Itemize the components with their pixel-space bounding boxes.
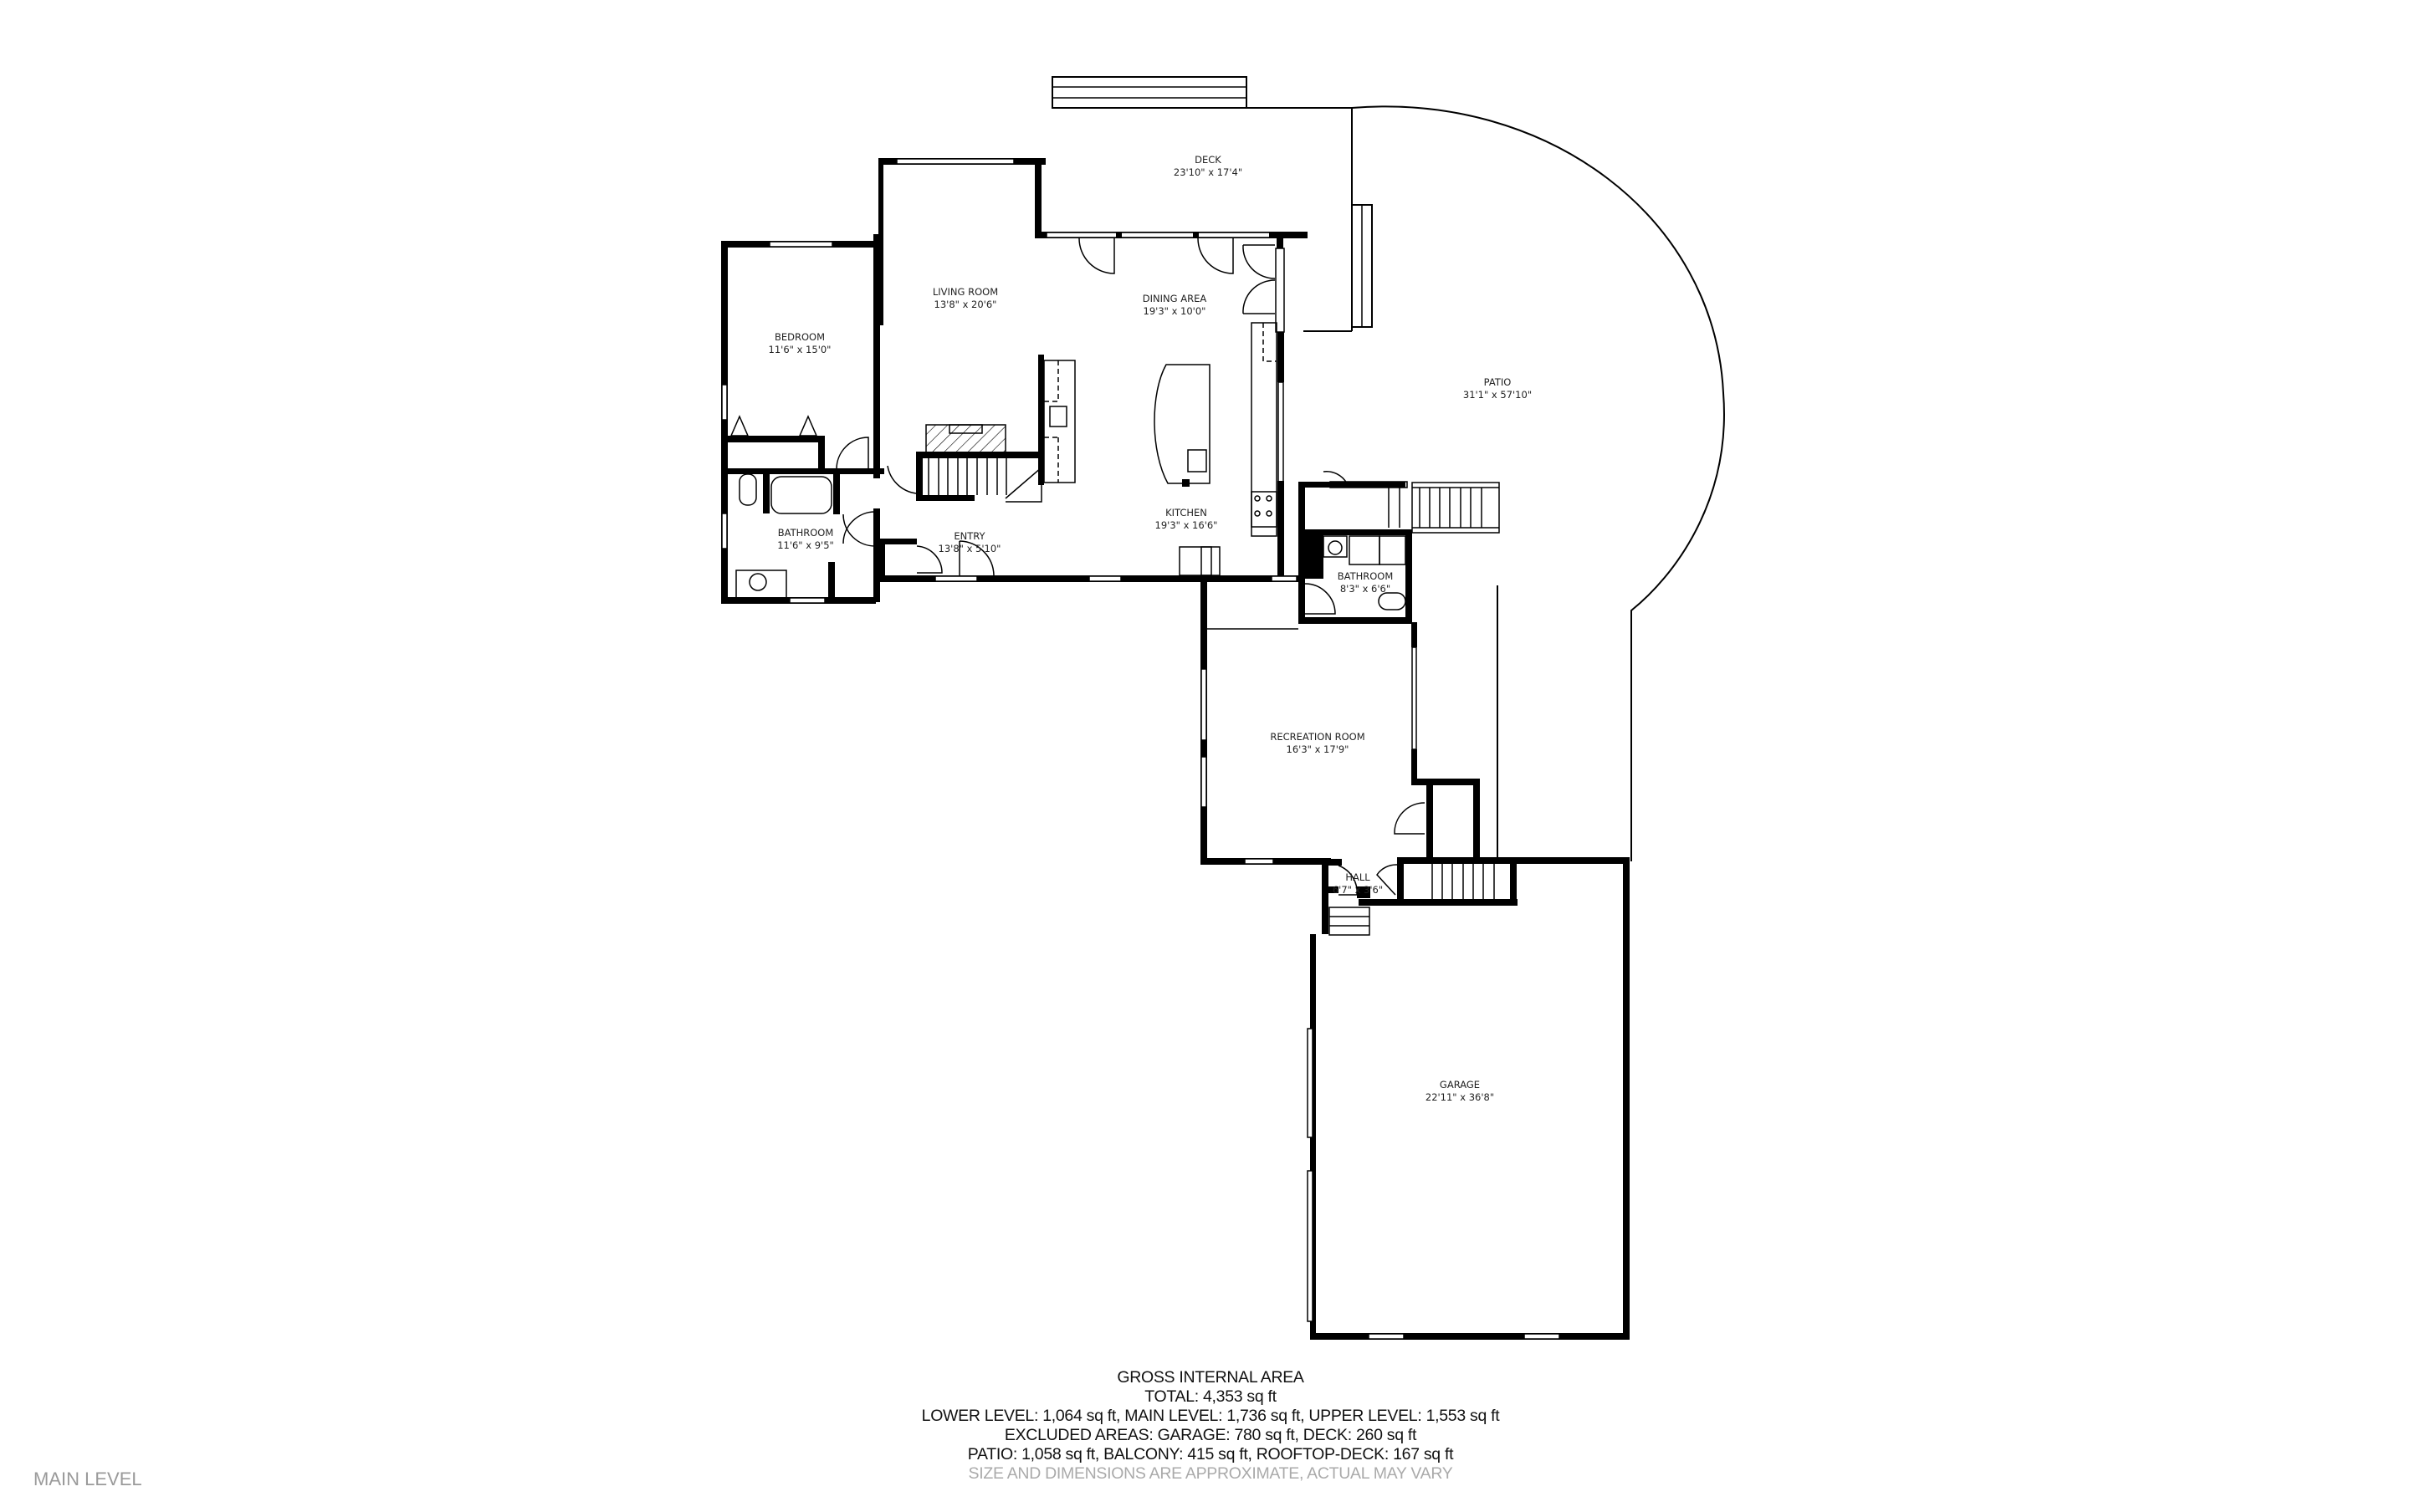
room-dimensions: 11'6" x 15'0" [768, 344, 832, 355]
patio-outline [1351, 105, 1725, 861]
room-name: GARAGE [1439, 1079, 1481, 1091]
level-label: MAIN LEVEL [33, 1469, 142, 1489]
room-dimensions: 16'3" x 17'9" [1286, 743, 1349, 755]
bathroom-2-walls [1298, 471, 1500, 624]
hall-walls [1322, 859, 1518, 936]
room-name: RECREATION ROOM [1270, 731, 1365, 743]
room-name: DINING AREA [1142, 293, 1207, 304]
room-dimensions: 6'7" x 3'6" [1332, 884, 1384, 896]
area-summary: GROSS INTERNAL AREA TOTAL: 4,353 sq ft L… [922, 1368, 1500, 1484]
room-dimensions: 19'3" x 10'0" [1143, 305, 1206, 317]
room-name: ENTRY [954, 530, 985, 542]
room-name: BATHROOM [777, 527, 834, 539]
stairs-icon [1431, 864, 1495, 899]
summary-disclaimer: SIZE AND DIMENSIONS ARE APPROXIMATE, ACT… [968, 1464, 1453, 1483]
room-dimensions: 23'10" x 17'4" [1173, 166, 1243, 178]
room-name: LIVING ROOM [932, 286, 999, 298]
room-name: BATHROOM [1337, 570, 1394, 582]
summary-excluded-2: PATIO: 1,058 sq ft, BALCONY: 415 sq ft, … [967, 1445, 1454, 1463]
room-dimensions: 8'3" x 6'6" [1339, 583, 1391, 595]
main-walls [878, 158, 1308, 582]
room-dimensions: 22'11" x 36'8" [1425, 1091, 1495, 1103]
room-name: KITCHEN [1165, 507, 1207, 518]
room-name: BEDROOM [774, 331, 826, 343]
summary-title: GROSS INTERNAL AREA [1117, 1368, 1304, 1387]
deck-outline [1052, 76, 1373, 332]
room-dimensions: 13'8" x 20'6" [934, 299, 997, 310]
room-dimensions: 13'8" x 5'10" [938, 543, 1001, 554]
room-dimensions: 31'1" x 57'10" [1462, 389, 1533, 401]
stairs-icon [928, 458, 1007, 495]
room-dimensions: 19'3" x 16'6" [1154, 519, 1218, 531]
garage-walls [1307, 857, 1630, 1340]
room-name: HALL [1345, 871, 1370, 883]
summary-levels: LOWER LEVEL: 1,064 sq ft, MAIN LEVEL: 1,… [921, 1407, 1500, 1425]
bedroom-walls [721, 234, 884, 604]
recreation-room-walls [1200, 580, 1606, 865]
room-name: DECK [1195, 154, 1221, 166]
room-dimensions: 11'6" x 9'5" [777, 539, 834, 551]
summary-excluded-1: EXCLUDED AREAS: GARAGE: 780 sq ft, DECK:… [1004, 1426, 1417, 1444]
room-name: PATIO [1483, 376, 1512, 388]
summary-total: TOTAL: 4,353 sq ft [1144, 1387, 1277, 1406]
stairs-icon [1388, 488, 1482, 528]
